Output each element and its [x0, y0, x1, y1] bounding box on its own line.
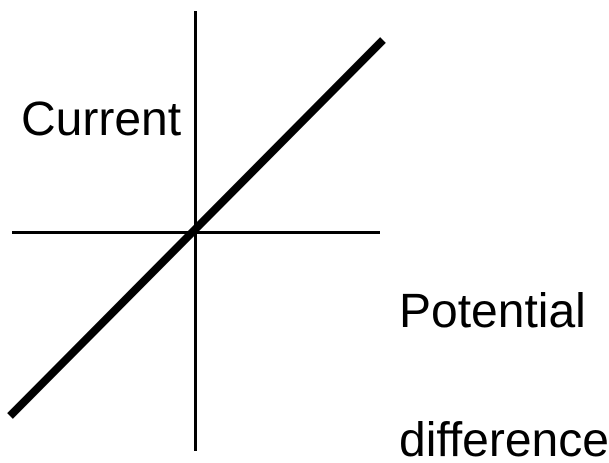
x-axis-label-line-2: difference [399, 414, 609, 463]
y-axis-label-text: Current [21, 93, 182, 146]
data-line-current-vs-pd [7, 37, 386, 419]
x-axis-label-line-1: Potential [399, 285, 586, 338]
y-axis-label: Current [21, 12, 181, 227]
x-axis-label: Potential difference [399, 204, 609, 463]
